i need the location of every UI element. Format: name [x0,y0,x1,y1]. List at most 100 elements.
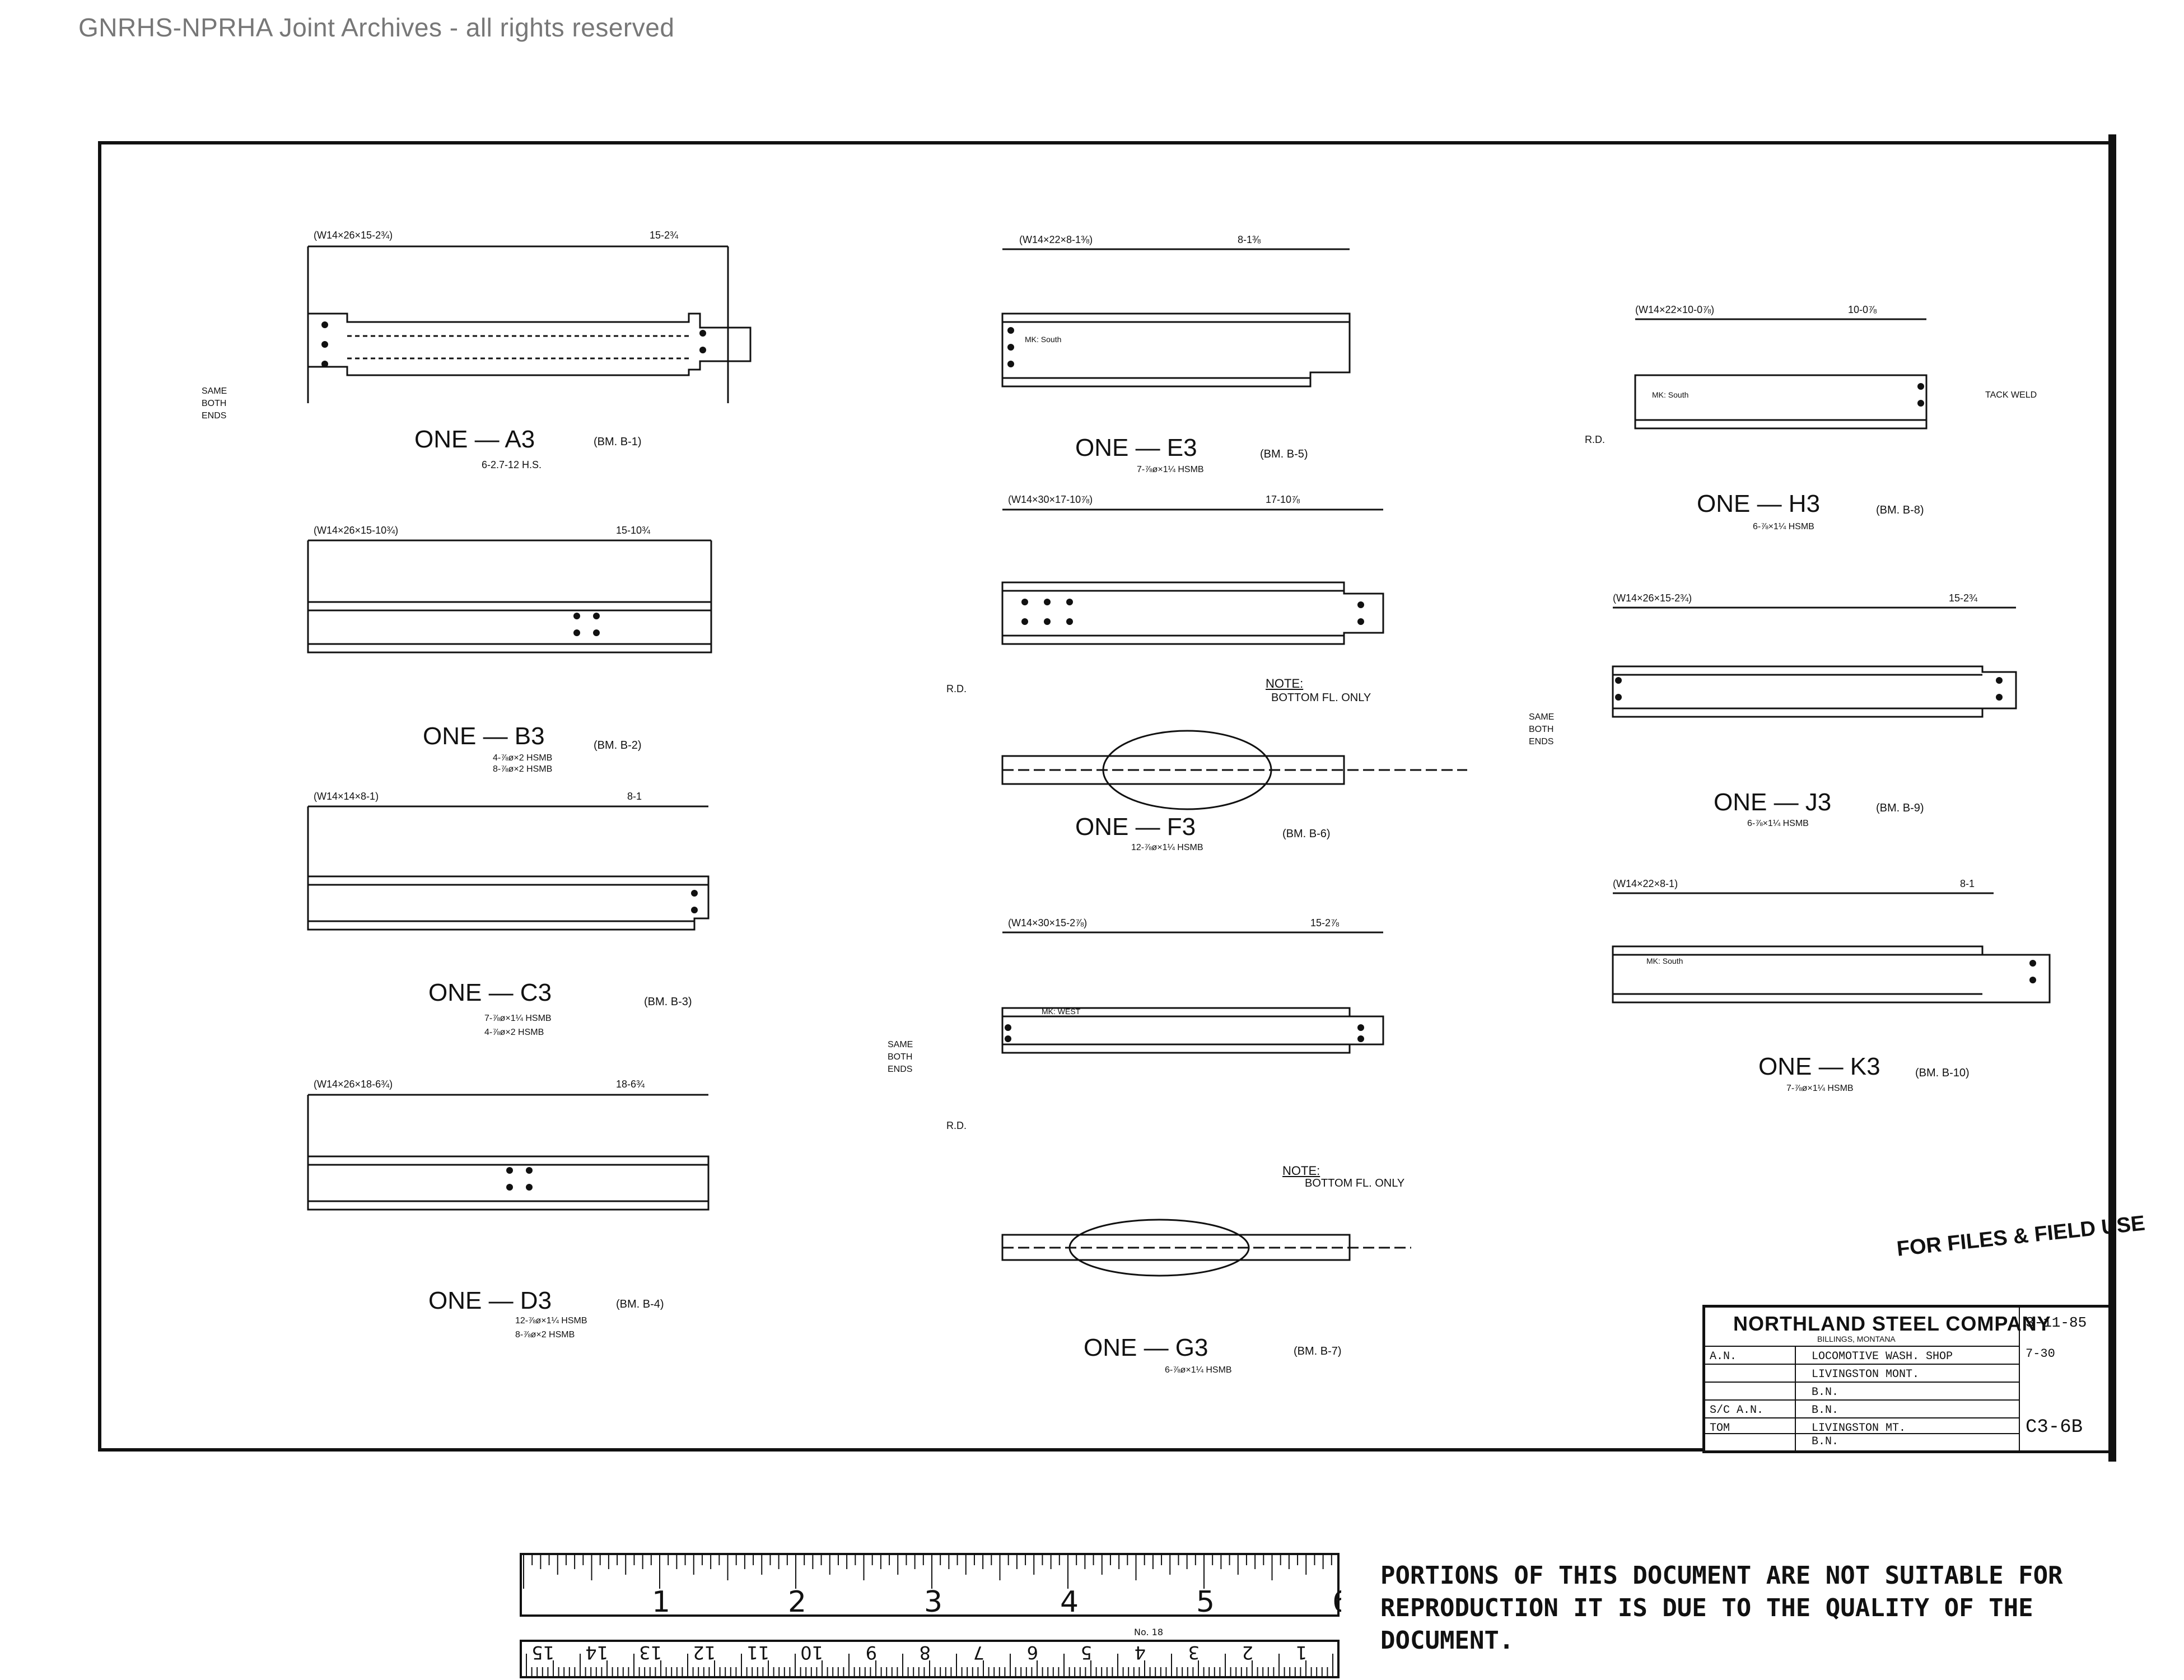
piece-length-d3: 18-6¾ [616,1079,645,1090]
note-rd-g3: R.D. [946,1120,967,1131]
piece-spec-a3: 6-2.7-12 H.S. [482,459,542,470]
beam-g3-drawing [1001,931,1411,1277]
piece-section-h3: (W14×22×10-0⅞) [1635,304,1715,315]
beam-b3-drawing [307,539,712,654]
reproduction-notice: PORTIONS OF THIS DOCUMENT ARE NOT SUITAB… [1380,1561,2063,1655]
inch-scale [520,1553,1340,1617]
piece-bm-g3: (BM. B-7) [1294,1345,1342,1357]
cm-label: 6 [1027,1642,1038,1663]
cm-label: 15 [531,1642,554,1663]
piece-section-e3: (W14×22×8-1⅜) [1019,234,1093,245]
piece-section-d3: (W14×26×18-6¾) [314,1079,393,1090]
title-row-value: B.N. [1812,1404,1839,1417]
note-label-g3: NOTE: [1282,1164,1320,1178]
piece-mark-b3: ONE — B3 [423,722,545,750]
piece-mark-f3: ONE — F3 [1075,813,1196,841]
piece-bm-d3: (BM. B-4) [616,1298,664,1310]
title-row-label: TOM [1710,1422,1730,1435]
piece-bm-c3: (BM. B-3) [644,996,692,1008]
revision-date: 7-30 [2026,1347,2055,1361]
piece-mark-g3: ONE — G3 [1084,1334,1208,1361]
piece-length-c3: 8-1 [627,791,642,802]
note-rd-f3: R.D. [946,683,967,694]
ruler-model-label: No. 18 [1134,1627,1163,1637]
title-row: A.N. LOCOMOTIVE WASH. SHOP [1705,1346,2019,1366]
piece-mark-e3: ONE — E3 [1075,434,1197,461]
piece-spec-g3: 6-⅞ø×1¼ HSMB [1165,1365,1232,1375]
piece-bm-e3: (BM. B-5) [1260,448,1308,460]
beam-a3-drawing [307,245,752,403]
company-name: NORTHLAND STEEL COMPANY [1733,1312,2051,1335]
beam-k3-drawing [1612,892,2051,1004]
piece-spec-d3: 12-⅞ø×1¼ HSMB [515,1316,587,1326]
piece-spec2-c3: 4-⅞ø×2 HSMB [484,1028,544,1037]
piece-mark-d3: ONE — D3 [428,1287,552,1314]
piece-bm-h3: (BM. B-8) [1876,504,1924,516]
piece-mark-k3: ONE — K3 [1758,1053,1880,1080]
inch-label: 3 [924,1585,942,1619]
piece-section-g3: (W14×30×15-2⅞) [1008,917,1088,928]
note-same-both-ends-j3: SAME BOTH ENDS [1529,712,1555,746]
piece-mark-a3: ONE — A3 [414,426,535,453]
title-row: LIVINGSTON MONT. [1705,1364,2019,1384]
note-mk-south-k3: MK: South [1646,956,1683,965]
title-row-value: B.N. [1812,1386,1839,1399]
title-row: B.N. [1705,1433,2019,1451]
piece-section-b3: (W14×26×15-10¾) [314,525,399,536]
piece-mark-j3: ONE — J3 [1714,788,1832,816]
piece-bm-k3: (BM. B-10) [1915,1067,1970,1079]
piece-spec-e3: 7-⅞ø×1¼ HSMB [1137,465,1204,474]
cm-label: 10 [800,1642,823,1663]
piece-section-k3: (W14×22×8-1) [1613,878,1678,889]
note-label-f3: NOTE: [1266,676,1304,690]
beam-d3-drawing [307,1094,710,1211]
piece-bm-j3: (BM. B-9) [1876,802,1924,814]
cm-label: 4 [1135,1642,1146,1663]
piece-spec2-b3: 8-⅞ø×2 HSMB [493,764,553,774]
note-mk-west-g3: MK: WEST [1042,1007,1081,1016]
title-block-right: 3-11-85 7-30 C3-6B [2019,1308,2112,1450]
bolt-holes [321,321,2036,1191]
note-same-both-ends-g3: SAME BOTH ENDS [888,1040,913,1074]
piece-section-f3: (W14×30×17-10⅞) [1008,494,1093,505]
note-bottom-fl-g3: BOTTOM FL. ONLY [1305,1177,1405,1189]
piece-length-j3: 15-2¾ [1949,592,1978,604]
title-row-label: A.N. [1710,1350,1737,1363]
title-row-value: LIVINGSTON MT. [1812,1422,1906,1435]
cm-label: 7 [973,1642,984,1663]
cm-label: 1 [1296,1642,1307,1663]
note-tack-weld: TACK WELD [1985,390,2037,400]
piece-length-h3: 10-0⅞ [1848,304,1877,315]
archive-watermark: GNRHS-NPRHA Joint Archives - all rights … [78,13,675,42]
inch-label: 1 [652,1585,670,1619]
sheet-number: C3-6B [2026,1417,2083,1438]
title-row: TOM LIVINGSTON MT. [1705,1417,2019,1438]
piece-length-b3: 15-10¾ [616,525,651,536]
piece-section-c3: (W14×14×8-1) [314,791,379,802]
company-city: BILLINGS, MONTANA [1817,1334,1896,1343]
drawing-date: 3-11-85 [2026,1314,2087,1331]
cm-label: 12 [693,1642,716,1663]
cm-label: 2 [1242,1642,1253,1663]
title-row-value: LIVINGSTON MONT. [1812,1368,1920,1381]
piece-spec-k3: 7-⅞ø×1¼ HSMB [1786,1084,1854,1093]
title-row: S/C A.N. B.N. [1705,1399,2019,1420]
beam-h3-drawing [1634,318,1928,430]
title-row-value: B.N. [1812,1435,1839,1448]
inch-label: 2 [788,1585,806,1619]
cm-label: 14 [585,1642,608,1663]
title-divider [1795,1346,1796,1452]
piece-bm-b3: (BM. B-2) [594,739,642,752]
note-mk-south-e3: MK: South [1025,335,1062,344]
inch-label: 4 [1060,1585,1079,1619]
cm-label: 13 [639,1642,662,1663]
piece-length-k3: 8-1 [1960,878,1975,889]
beam-f3-drawing [1001,508,1467,810]
cm-label: 8 [920,1642,931,1663]
note-same-both-ends-a3: SAME BOTH ENDS [202,386,227,421]
note-bottom-fl-f3: BOTTOM FL. ONLY [1271,692,1371,704]
piece-mark-h3: ONE — H3 [1697,490,1821,517]
inch-label: 5 [1196,1585,1215,1619]
cm-label: 9 [866,1642,877,1663]
title-row-value: LOCOMOTIVE WASH. SHOP [1812,1350,1953,1363]
